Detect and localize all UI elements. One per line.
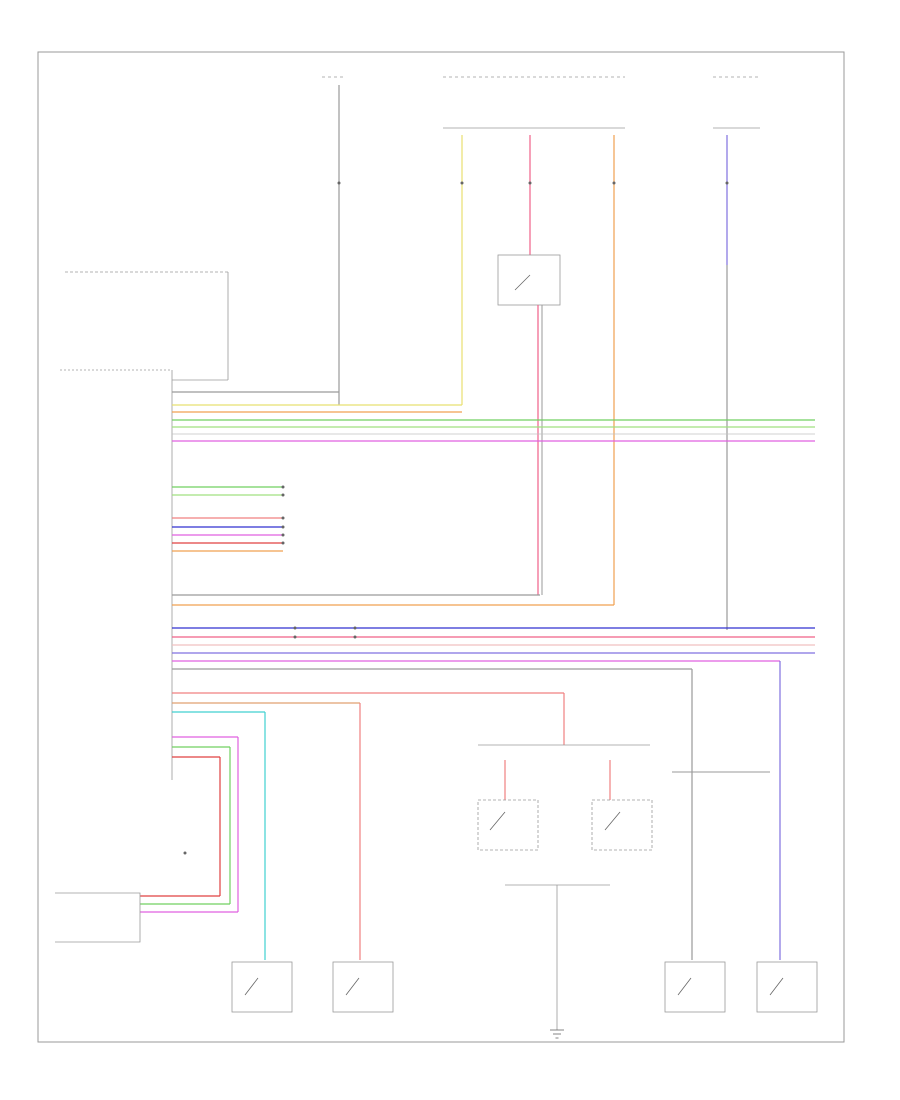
ground-icon: [550, 1029, 564, 1039]
connector-dots: [183, 181, 729, 855]
vertical-drops: [219, 661, 781, 960]
left-rear-door-actuator: [332, 961, 394, 1013]
left-door-actuator: [231, 961, 293, 1013]
lower-harness-wires: [172, 692, 564, 758]
right-door-actuator: [756, 961, 818, 1013]
upper-harness-wires: [172, 391, 815, 442]
signal-wires: [172, 517, 283, 552]
diagram-frame: [37, 51, 845, 1043]
right-rear-door-actuator: [664, 961, 726, 1013]
flasher-wires: [172, 486, 283, 496]
left-module-top: [60, 271, 229, 780]
top-fuse-block: [322, 76, 760, 129]
mid-harness-wires: [172, 594, 815, 670]
relay-box: [497, 254, 561, 595]
lower-left-module: [55, 892, 238, 943]
door-switch-assembly: [477, 744, 653, 1030]
top-feed-wires: [338, 85, 728, 630]
